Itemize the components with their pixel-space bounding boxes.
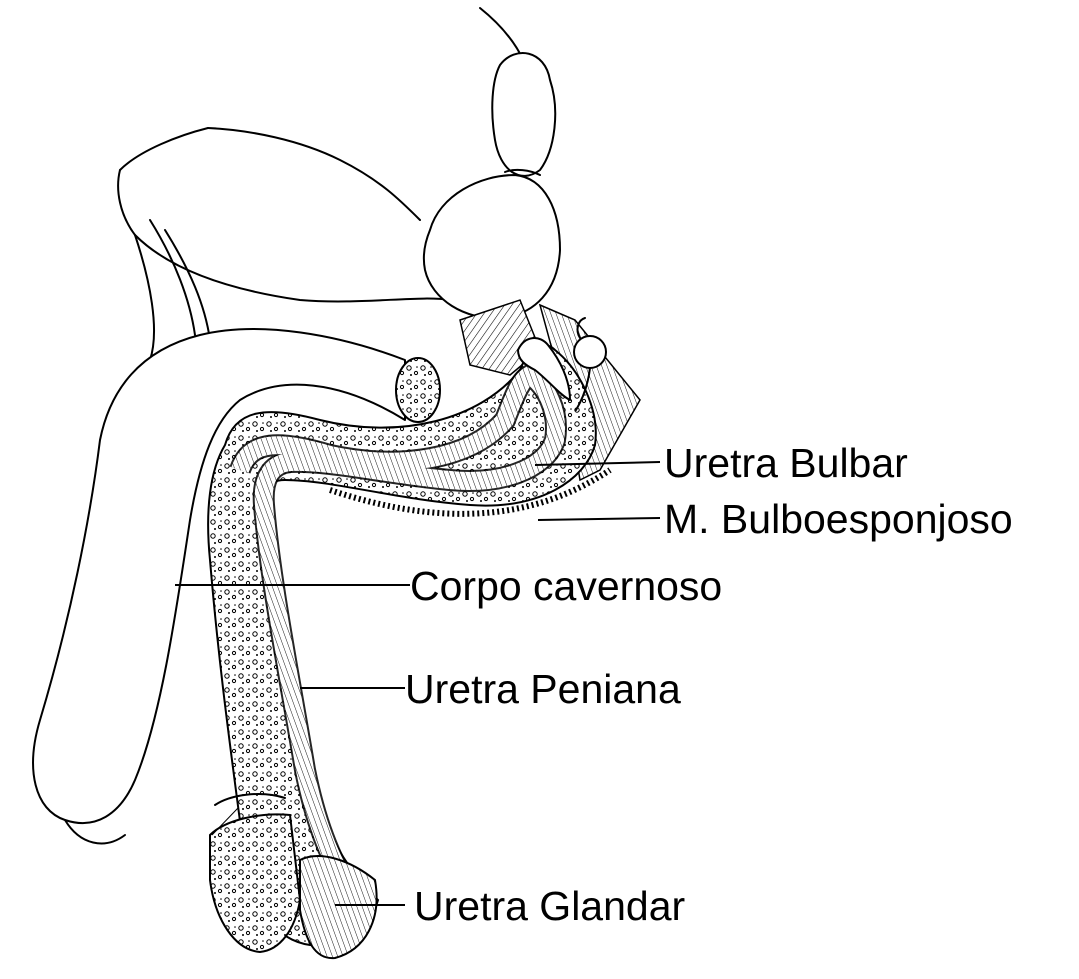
labels: Uretra Bulbar M. Bulboesponjoso Corpo ca…: [405, 440, 1013, 929]
label-corpo-cavernoso: Corpo cavernoso: [410, 563, 722, 609]
label-uretra-peniana: Uretra Peniana: [405, 666, 681, 712]
label-uretra-bulbar: Uretra Bulbar: [664, 440, 908, 486]
leader-m-bulboesponjoso: [538, 518, 660, 520]
label-uretra-glandar: Uretra Glandar: [414, 883, 685, 929]
label-m-bulboesponjoso: M. Bulboesponjoso: [664, 496, 1013, 542]
prostate-lobes: [424, 53, 560, 318]
